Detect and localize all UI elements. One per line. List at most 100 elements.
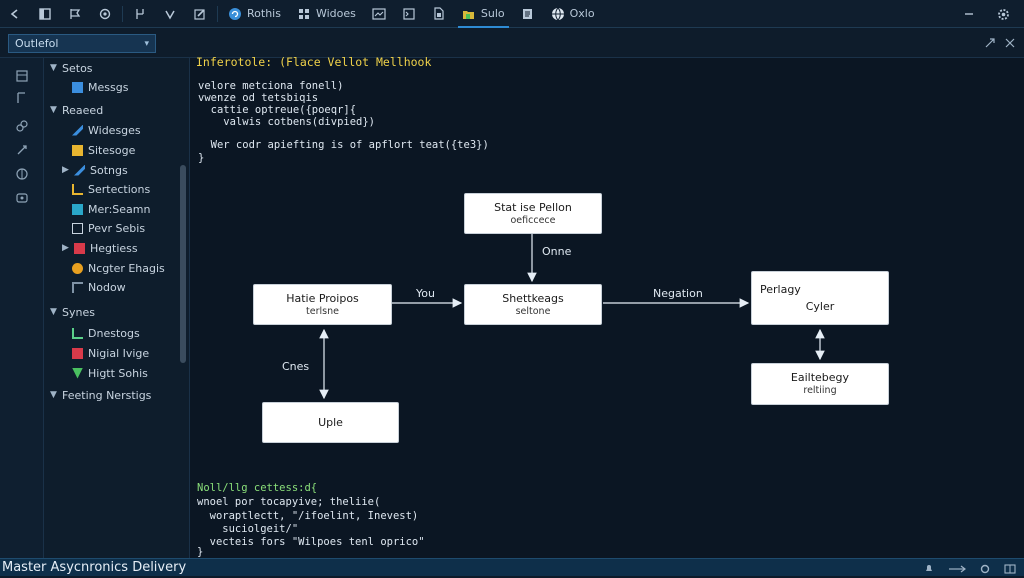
settings-button[interactable]: [988, 0, 1018, 28]
top-toolbar: Rothis Widoes Sulo Oxlo: [0, 0, 1024, 28]
node-title: Stat ise Pellon: [494, 200, 572, 214]
tree-item-dnestogs[interactable]: Dnestogs: [72, 324, 140, 342]
node-title: Perlagy: [760, 283, 801, 296]
minimize-icon: [962, 7, 976, 21]
tree-item-pevr-sebis[interactable]: Pevr Sebis: [72, 219, 145, 237]
outline-dropdown[interactable]: Outlefol ▾: [8, 34, 156, 53]
tree-label: Feeting Nerstigs: [62, 388, 152, 402]
diagram-node-center[interactable]: Shettkeags seltone: [464, 284, 602, 325]
refresh-tab[interactable]: Rothis: [220, 0, 289, 28]
tree-item-sertections[interactable]: Sertections: [72, 180, 150, 198]
tree-item-nigial-ivige[interactable]: Nigial Ivige: [72, 344, 149, 362]
tree-item-messgs[interactable]: Messgs: [72, 78, 128, 96]
edge-label: Onne: [542, 245, 572, 258]
code-heading: Inferotole: (Flace Vellot Mellhook: [196, 55, 432, 69]
node-title: Uple: [318, 416, 343, 429]
tree-item-merseamn[interactable]: Mer:Seamn: [72, 200, 150, 218]
diagram-node-bottom-right[interactable]: Eailtebegy reltiing: [751, 363, 889, 405]
file-button[interactable]: [424, 0, 454, 28]
close-icon[interactable]: [1004, 34, 1016, 53]
diagram-node-left[interactable]: Hatie Proipos terlsne: [253, 284, 392, 325]
widgets-tab[interactable]: Widoes: [289, 0, 364, 28]
tree-section-synes[interactable]: ▼Synes: [50, 303, 95, 321]
flag-button[interactable]: [60, 0, 90, 28]
tree-label: Messgs: [88, 80, 129, 94]
status-title: Master Asycnronics Delivery: [2, 560, 187, 575]
tree-section-setos[interactable]: ▼Setos: [50, 59, 93, 77]
explorer-icon[interactable]: [14, 68, 30, 84]
extensions-icon[interactable]: [14, 166, 30, 182]
tree-item-hegtiess[interactable]: ▶Hegtiess: [62, 239, 138, 257]
globe-tab[interactable]: Oxlo: [543, 0, 603, 28]
tree-section-feeting-nerstigs[interactable]: ▼ Feeting Nerstigs: [50, 386, 151, 404]
window-button[interactable]: [364, 0, 394, 28]
page-icon: [72, 222, 83, 234]
chevron-down-icon: ▼: [50, 390, 57, 400]
tree-item-sotngs[interactable]: ▶Sotngs: [62, 161, 128, 179]
tree-item-widesges[interactable]: Widesges: [72, 121, 141, 139]
folder-tab-label: Sulo: [480, 7, 505, 20]
tree-label: Sertections: [88, 182, 151, 196]
tree-label: Widesges: [88, 123, 141, 137]
diagram-node-start[interactable]: Stat ise Pellon oeficcece: [464, 193, 602, 234]
node-subtitle: oeficcece: [510, 214, 556, 226]
tree-item-higtt-sohis[interactable]: Higtt Sohis: [72, 364, 148, 382]
node-title: Hatie Proipos: [286, 291, 359, 305]
link-icon: [72, 124, 83, 136]
tree-label: Nigial Ivige: [88, 346, 150, 360]
tree-item-sitesoge[interactable]: Sitesoge: [72, 141, 135, 159]
edit-button[interactable]: [185, 0, 215, 28]
toolbar-divider: [217, 5, 218, 22]
settings-icon[interactable]: [980, 559, 990, 578]
corner-icon: [72, 183, 83, 195]
explorer-sidebar: ▼Setos Messgs ▼Reaeed Widesges Sitesoge …: [44, 58, 190, 558]
chevron-down-icon: ▼: [50, 307, 57, 317]
node-title: Shettkeags: [502, 291, 564, 305]
code-line: }: [197, 546, 204, 558]
tree-item-ncgter-ehagis[interactable]: Ncgter Ehagis: [72, 259, 165, 277]
diagram-node-bottom-left[interactable]: Uple: [262, 402, 399, 443]
tree-section-reaeed[interactable]: ▼Reaeed: [50, 101, 103, 119]
doc-button[interactable]: [513, 0, 543, 28]
node-subtitle: reltiing: [803, 385, 837, 396]
settings-icon: [996, 7, 1010, 21]
diagram-node-right[interactable]: Perlagy Cyler: [751, 271, 889, 325]
debug-icon[interactable]: [14, 142, 30, 158]
globe-icon: [551, 7, 565, 21]
folder-icon: [462, 7, 476, 21]
subbar-actions: [984, 34, 1016, 53]
file-icon: [72, 81, 83, 93]
search-icon[interactable]: [14, 90, 30, 106]
panel-button[interactable]: [30, 0, 60, 28]
layout-icon[interactable]: [1004, 559, 1016, 578]
back-button[interactable]: [0, 0, 30, 28]
code-line: suciolgeit/": [197, 523, 299, 535]
sync-icon[interactable]: [948, 559, 966, 578]
folder-tab[interactable]: Sulo: [454, 0, 513, 28]
code-line: Noll/llg cettess:d{: [197, 482, 318, 494]
terminal-button[interactable]: [394, 0, 424, 28]
code-line: cattie optreue({poeqr]{: [198, 104, 357, 116]
code-line: wnoel por tocapyive; theliie(: [197, 496, 381, 508]
chevron-button[interactable]: [155, 0, 185, 28]
branch-icon: [72, 327, 83, 339]
toolbar-divider: [122, 5, 123, 22]
branch-button[interactable]: [125, 0, 155, 28]
chevron-right-icon: ▶: [62, 243, 69, 253]
minimize-button[interactable]: [954, 0, 984, 28]
link-icon[interactable]: [14, 118, 30, 134]
code-line: woraptlectt, "/ifoelint, Inevest): [197, 510, 419, 522]
code-line: vwenze od tetsbiqis: [198, 92, 319, 104]
chevron-icon: [163, 7, 177, 21]
grid-icon: [297, 7, 311, 21]
sidebar-scrollbar[interactable]: [180, 165, 186, 363]
chevron-down-icon: ▼: [50, 63, 57, 73]
account-icon[interactable]: [14, 190, 30, 206]
bell-icon[interactable]: [924, 559, 934, 578]
tree-item-nodow[interactable]: Nodow: [72, 278, 126, 296]
copy-button[interactable]: [90, 0, 120, 28]
expand-icon[interactable]: [984, 34, 996, 53]
chevron-right-icon: ▶: [62, 165, 69, 175]
edge-label: Cnes: [282, 360, 310, 373]
activity-bar: [0, 58, 44, 558]
